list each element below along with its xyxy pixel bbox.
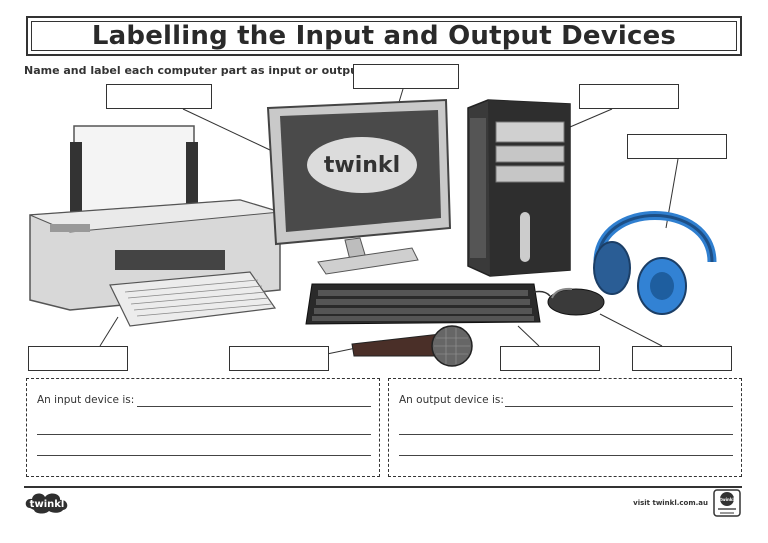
footer-divider: [24, 486, 742, 488]
label-box-keyboard[interactable]: [500, 346, 600, 371]
footer-url[interactable]: visit twinkl.com.au: [633, 499, 708, 507]
input-answer-line[interactable]: [37, 434, 371, 435]
label-box-monitor[interactable]: [353, 64, 459, 89]
output-answer-panel: An output device is:: [388, 378, 742, 477]
monitor-logo-text: twinkl: [324, 153, 400, 178]
output-answer-line[interactable]: [505, 406, 733, 407]
label-box-headphones[interactable]: [627, 134, 727, 159]
input-answer-panel: An input device is:: [26, 378, 380, 477]
printer-icon: [29, 125, 281, 327]
title-frame: Labelling the Input and Output Devices: [26, 16, 742, 56]
headphones-icon: [593, 211, 717, 315]
mouse-icon: [533, 287, 605, 316]
label-box-printer[interactable]: [106, 84, 212, 109]
twinkl-logo-icon: twinkl: [25, 493, 68, 514]
label-box-microphone[interactable]: [229, 346, 329, 371]
monitor-icon: twinkl: [266, 98, 452, 275]
devices-illustration: twinkl: [29, 88, 717, 367]
instruction-text: Name and label each computer part as inp…: [24, 64, 368, 77]
input-prompt: An input device is:: [37, 394, 135, 406]
input-answer-line[interactable]: [137, 406, 371, 407]
footer-logo-text: twinkl: [30, 499, 65, 510]
microphone-icon: [351, 325, 473, 367]
quality-badge-icon: twinkl: [713, 489, 741, 517]
input-answer-line[interactable]: [37, 455, 371, 456]
output-prompt: An output device is:: [399, 394, 504, 406]
output-answer-line[interactable]: [399, 434, 733, 435]
label-box-paper-tray[interactable]: [28, 346, 128, 371]
computer-tower-icon: [467, 99, 571, 277]
label-box-tower[interactable]: [579, 84, 679, 109]
badge-logo-text: twinkl: [720, 497, 734, 502]
output-answer-line[interactable]: [399, 455, 733, 456]
keyboard-icon: [305, 283, 541, 325]
label-box-mouse[interactable]: [632, 346, 732, 371]
